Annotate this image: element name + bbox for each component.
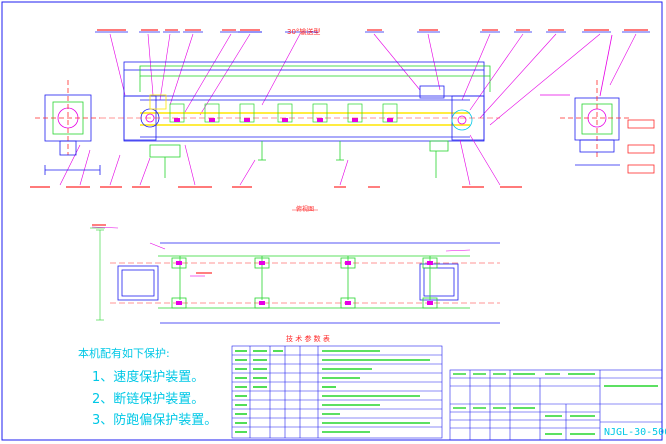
- params-table-title: 技 术 参 数 表: [286, 335, 330, 343]
- elevation-view: [30, 29, 655, 188]
- plan-view-title: 俯视图: [296, 206, 315, 213]
- right-end-view: [540, 34, 655, 174]
- section-label: 30°输送型: [287, 28, 321, 36]
- protection-note-item: 3、防跑偏保护装置。: [92, 413, 218, 428]
- plan-view: [90, 209, 500, 324]
- title-block: [449, 369, 663, 441]
- left-end-view: [35, 80, 101, 175]
- protection-note-item: 2、断链保护装置。: [92, 392, 205, 407]
- protection-notes-title: 本机配有如下保护:: [78, 347, 170, 360]
- params-table: [231, 345, 443, 439]
- head-drive: [123, 94, 167, 141]
- protection-note-item: 1、速度保护装置。: [92, 370, 205, 385]
- drawing-number: NJGL-30-500: [604, 427, 666, 438]
